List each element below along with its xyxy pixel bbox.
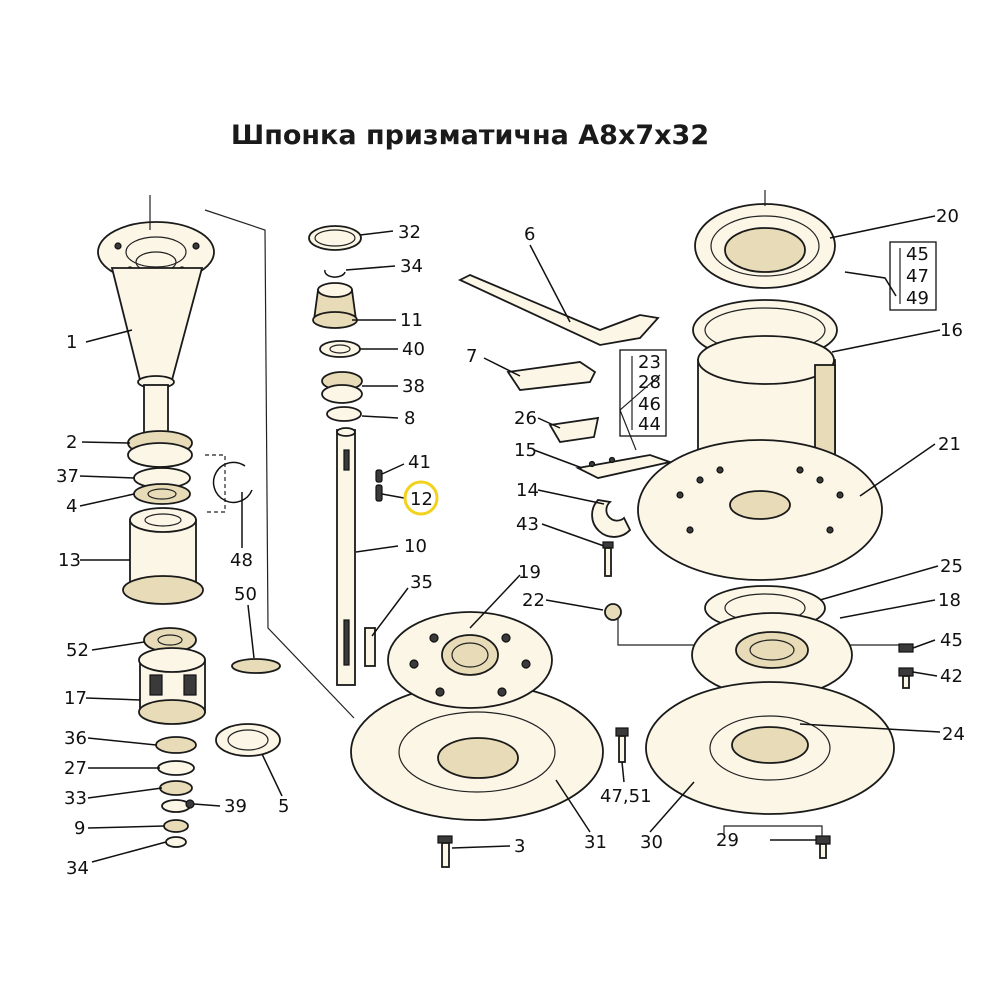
label-34-left: 34: [66, 858, 89, 879]
part-labels: 1 2 37 4 13 52 17 36 27 33 9 34 39 48 50…: [56, 206, 965, 879]
label-13: 13: [58, 550, 81, 571]
label-42: 42: [940, 666, 963, 687]
center-shaft-assembly: [308, 225, 383, 686]
label-2: 2: [66, 432, 77, 453]
group1-item-2: 28: [638, 372, 661, 393]
label-19: 19: [518, 562, 541, 583]
label-16: 16: [940, 320, 963, 341]
highlight-ring: [403, 480, 439, 516]
label-52: 52: [66, 640, 89, 661]
label-33: 33: [64, 788, 87, 809]
label-10: 10: [404, 536, 427, 557]
right-drum-assembly: [615, 190, 914, 859]
label-29: 29: [716, 830, 739, 851]
group-box-1: [619, 349, 667, 437]
label-4: 4: [66, 496, 77, 517]
label-5: 5: [278, 796, 289, 817]
group1-item-4: 44: [638, 414, 661, 435]
label-36: 36: [64, 728, 87, 749]
center-discs: [350, 611, 604, 868]
label-15: 15: [514, 440, 537, 461]
label-47-51: 47,51: [600, 786, 652, 807]
leader-lines: [79, 215, 941, 863]
label-27: 27: [64, 758, 87, 779]
label-18: 18: [938, 590, 961, 611]
group1-item-3: 46: [638, 394, 661, 415]
label-35: 35: [410, 572, 433, 593]
label-39: 39: [224, 796, 247, 817]
group2-item-1: 45: [906, 244, 929, 265]
label-40: 40: [402, 339, 425, 360]
label-30: 30: [640, 832, 663, 853]
label-26: 26: [514, 408, 537, 429]
blade-parts: [457, 274, 905, 646]
label-1: 1: [66, 332, 77, 353]
label-31: 31: [584, 832, 607, 853]
label-3: 3: [514, 836, 525, 857]
label-8: 8: [404, 408, 415, 429]
group2-item-2: 47: [906, 266, 929, 287]
group-box-2: [889, 241, 937, 311]
label-41: 41: [408, 452, 431, 473]
label-17: 17: [64, 688, 87, 709]
label-9: 9: [74, 818, 85, 839]
label-25: 25: [940, 556, 963, 577]
label-21: 21: [938, 434, 961, 455]
label-24: 24: [942, 724, 965, 745]
label-32: 32: [398, 222, 421, 243]
label-6: 6: [524, 224, 535, 245]
label-45-right: 45: [940, 630, 963, 651]
left-assembly: [97, 195, 355, 848]
label-20: 20: [936, 206, 959, 227]
label-22: 22: [522, 590, 545, 611]
label-14: 14: [516, 480, 539, 501]
label-43: 43: [516, 514, 539, 535]
label-12-highlighted[interactable]: 12: [410, 489, 433, 510]
label-50: 50: [234, 584, 257, 605]
label-37: 37: [56, 466, 79, 487]
group1-item-1: 23: [638, 352, 661, 373]
label-11: 11: [400, 310, 423, 331]
group2-item-3: 49: [906, 288, 929, 309]
label-38: 38: [402, 376, 425, 397]
label-48: 48: [230, 550, 253, 571]
label-34-center: 34: [400, 256, 423, 277]
diagram-title: Шпонка призматична A8x7x32: [230, 120, 710, 151]
label-7: 7: [466, 346, 477, 367]
